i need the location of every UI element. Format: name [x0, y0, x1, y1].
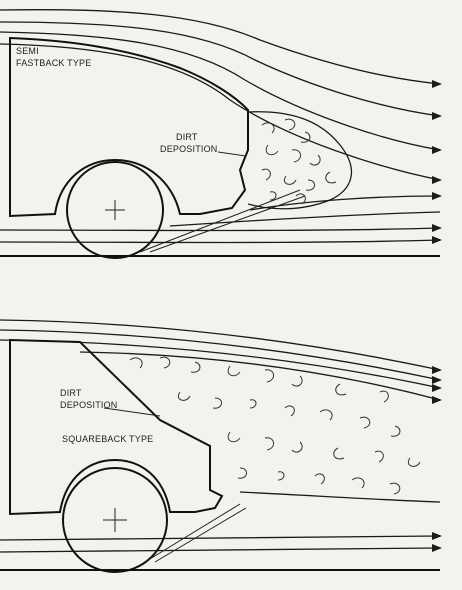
streamline-under-1 — [0, 227, 441, 232]
arrow-2 — [432, 112, 442, 120]
underbody-flow — [144, 503, 247, 563]
streamline-1 — [0, 8, 441, 85]
arrow-3 — [432, 384, 442, 392]
wheel-center-cross — [103, 508, 127, 532]
underbody-flow — [139, 189, 306, 253]
semi-fastback-svg: SEMI FASTBACK TYPE DIRT DEPOSITION — [0, 8, 442, 259]
arrow-4 — [432, 176, 442, 184]
arrow-5 — [432, 192, 442, 200]
streamline-3 — [0, 31, 441, 151]
callout-leader — [103, 407, 161, 417]
streamline-4 — [79, 351, 441, 401]
squareback-svg: DIRT DEPOSITION SQUAREBACK TYPE — [0, 319, 442, 573]
callout-line1: DIRT — [60, 388, 82, 398]
diagram-title: SQUAREBACK TYPE — [62, 434, 153, 444]
streamline-under-2 — [0, 239, 441, 244]
car-body-outline — [9, 338, 224, 516]
arrow-5 — [432, 532, 442, 540]
streamline-3 — [0, 339, 441, 389]
callout-leader — [217, 151, 247, 157]
streamline-wake-1 — [249, 195, 441, 211]
arrow-1 — [432, 366, 442, 374]
arrow-4 — [432, 396, 442, 404]
semi-fastback-diagram: SEMI FASTBACK TYPE DIRT DEPOSITION — [0, 0, 462, 275]
squareback-diagram: DIRT DEPOSITION SQUAREBACK TYPE — [0, 300, 462, 590]
streamline-2 — [0, 21, 441, 117]
wake-boundary — [239, 491, 441, 503]
arrow-2 — [432, 376, 442, 384]
callout-line2: DEPOSITION — [60, 400, 118, 410]
car-body-outline — [9, 36, 249, 218]
streamline-wake-2 — [169, 211, 441, 227]
rear-wheel — [66, 161, 164, 259]
streamline-2 — [0, 329, 441, 381]
rear-roof-edge — [79, 341, 161, 421]
diagram-title-line1: SEMI — [16, 46, 39, 56]
arrow-1 — [432, 80, 442, 88]
wake-eddies — [247, 111, 352, 210]
callout-line1: DIRT — [176, 132, 198, 142]
streamline-under-2 — [0, 547, 441, 553]
streamline-4 — [0, 43, 441, 181]
arrow-3 — [432, 146, 442, 154]
wake-eddies — [129, 356, 421, 495]
streamline-1 — [0, 319, 441, 371]
arrow-7 — [432, 236, 442, 244]
callout-line2: DEPOSITION — [160, 144, 218, 154]
diagram-title-line2: FASTBACK TYPE — [16, 58, 91, 68]
arrow-6 — [432, 224, 442, 232]
arrow-6 — [432, 544, 442, 552]
wheel-center-cross — [105, 200, 125, 220]
rear-wheel — [62, 467, 168, 573]
